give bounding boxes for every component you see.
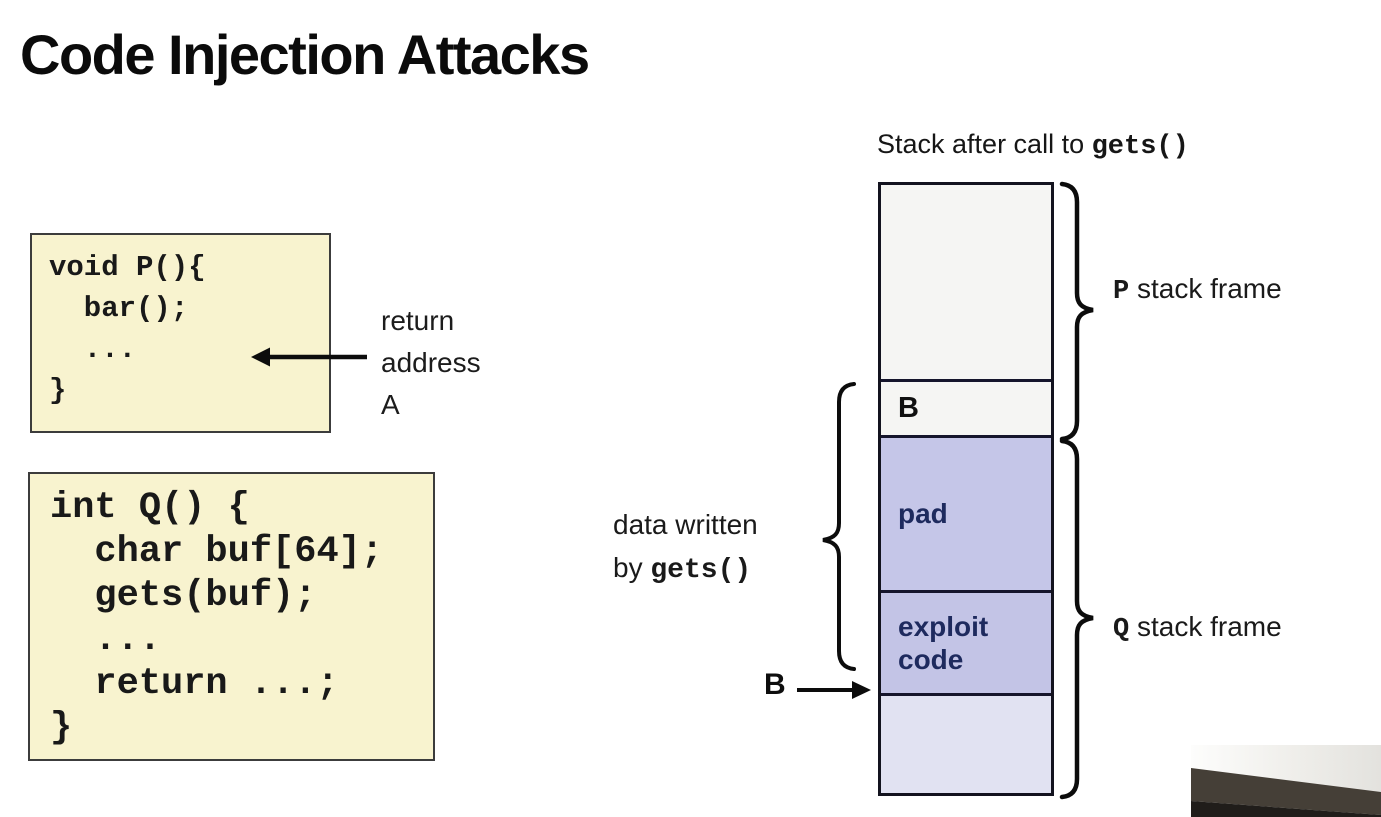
slide-title: Code Injection Attacks: [20, 23, 590, 86]
p-frame-brace-icon: [1059, 181, 1094, 442]
p-frame-text: stack frame: [1129, 273, 1282, 304]
data-written-label: data written by gets(): [613, 503, 758, 592]
data-written-line2: by gets(): [613, 546, 758, 592]
data-written-brace-icon: [822, 382, 856, 671]
stack-cell-pad-label: pad: [898, 498, 948, 529]
b-pointer-label: B: [764, 668, 786, 701]
code-q-line: return ...;: [50, 663, 339, 705]
q-frame-letter: Q: [1113, 615, 1130, 645]
code-p-line: }: [49, 374, 67, 407]
return-address-note-line: return: [381, 305, 455, 336]
code-q-line: int Q() {: [50, 487, 250, 529]
stack-cell-b-label: B: [898, 392, 919, 424]
q-stack-frame-label: Q stack frame: [1113, 611, 1282, 645]
stack-caption-text: Stack after call to: [877, 129, 1092, 159]
return-address-note-line: A: [381, 389, 400, 420]
p-stack-frame-label: P stack frame: [1113, 273, 1282, 307]
return-address-note: return address A: [381, 300, 481, 426]
stack-cell-pad: pad: [881, 438, 1051, 593]
webcam-video-corner: [1191, 745, 1381, 817]
code-p-line: ...: [49, 333, 137, 366]
stack-cell-overwritten-return-address: B: [881, 382, 1051, 438]
stack-caption-gets: gets(): [1091, 132, 1189, 162]
code-q-line: }: [50, 707, 73, 749]
q-frame-text: stack frame: [1129, 611, 1282, 642]
webcam-dark-bottom: [1191, 801, 1381, 817]
code-p-line: void P(){: [49, 251, 206, 284]
return-address-note-line: address: [381, 347, 481, 378]
p-frame-letter: P: [1113, 277, 1130, 307]
code-box-q: int Q() { char buf[64]; gets(buf); ... r…: [28, 472, 435, 761]
webcam-dark-band: [1191, 768, 1381, 815]
stack-cell-p-frame-body: [881, 185, 1051, 382]
code-q-line: char buf[64];: [50, 531, 384, 573]
code-q-line: gets(buf);: [50, 575, 317, 617]
b-arrow-icon: [797, 681, 871, 699]
data-written-line1: data written: [613, 509, 758, 540]
data-written-by: by: [613, 552, 651, 583]
stack-cell-exploit-code: exploit code: [881, 593, 1051, 696]
stack-cell-bottom-empty: [881, 696, 1051, 793]
code-p-line: bar();: [49, 292, 189, 325]
code-q-line: ...: [50, 619, 162, 661]
stack-diagram: B pad exploit code: [878, 182, 1054, 796]
code-box-p: void P(){ bar(); ... }: [30, 233, 331, 433]
stack-cell-exploit-label: exploit code: [898, 611, 989, 675]
q-frame-brace-icon: [1059, 438, 1094, 800]
stack-caption: Stack after call to gets(): [877, 129, 1189, 162]
data-written-gets: gets(): [650, 555, 752, 586]
